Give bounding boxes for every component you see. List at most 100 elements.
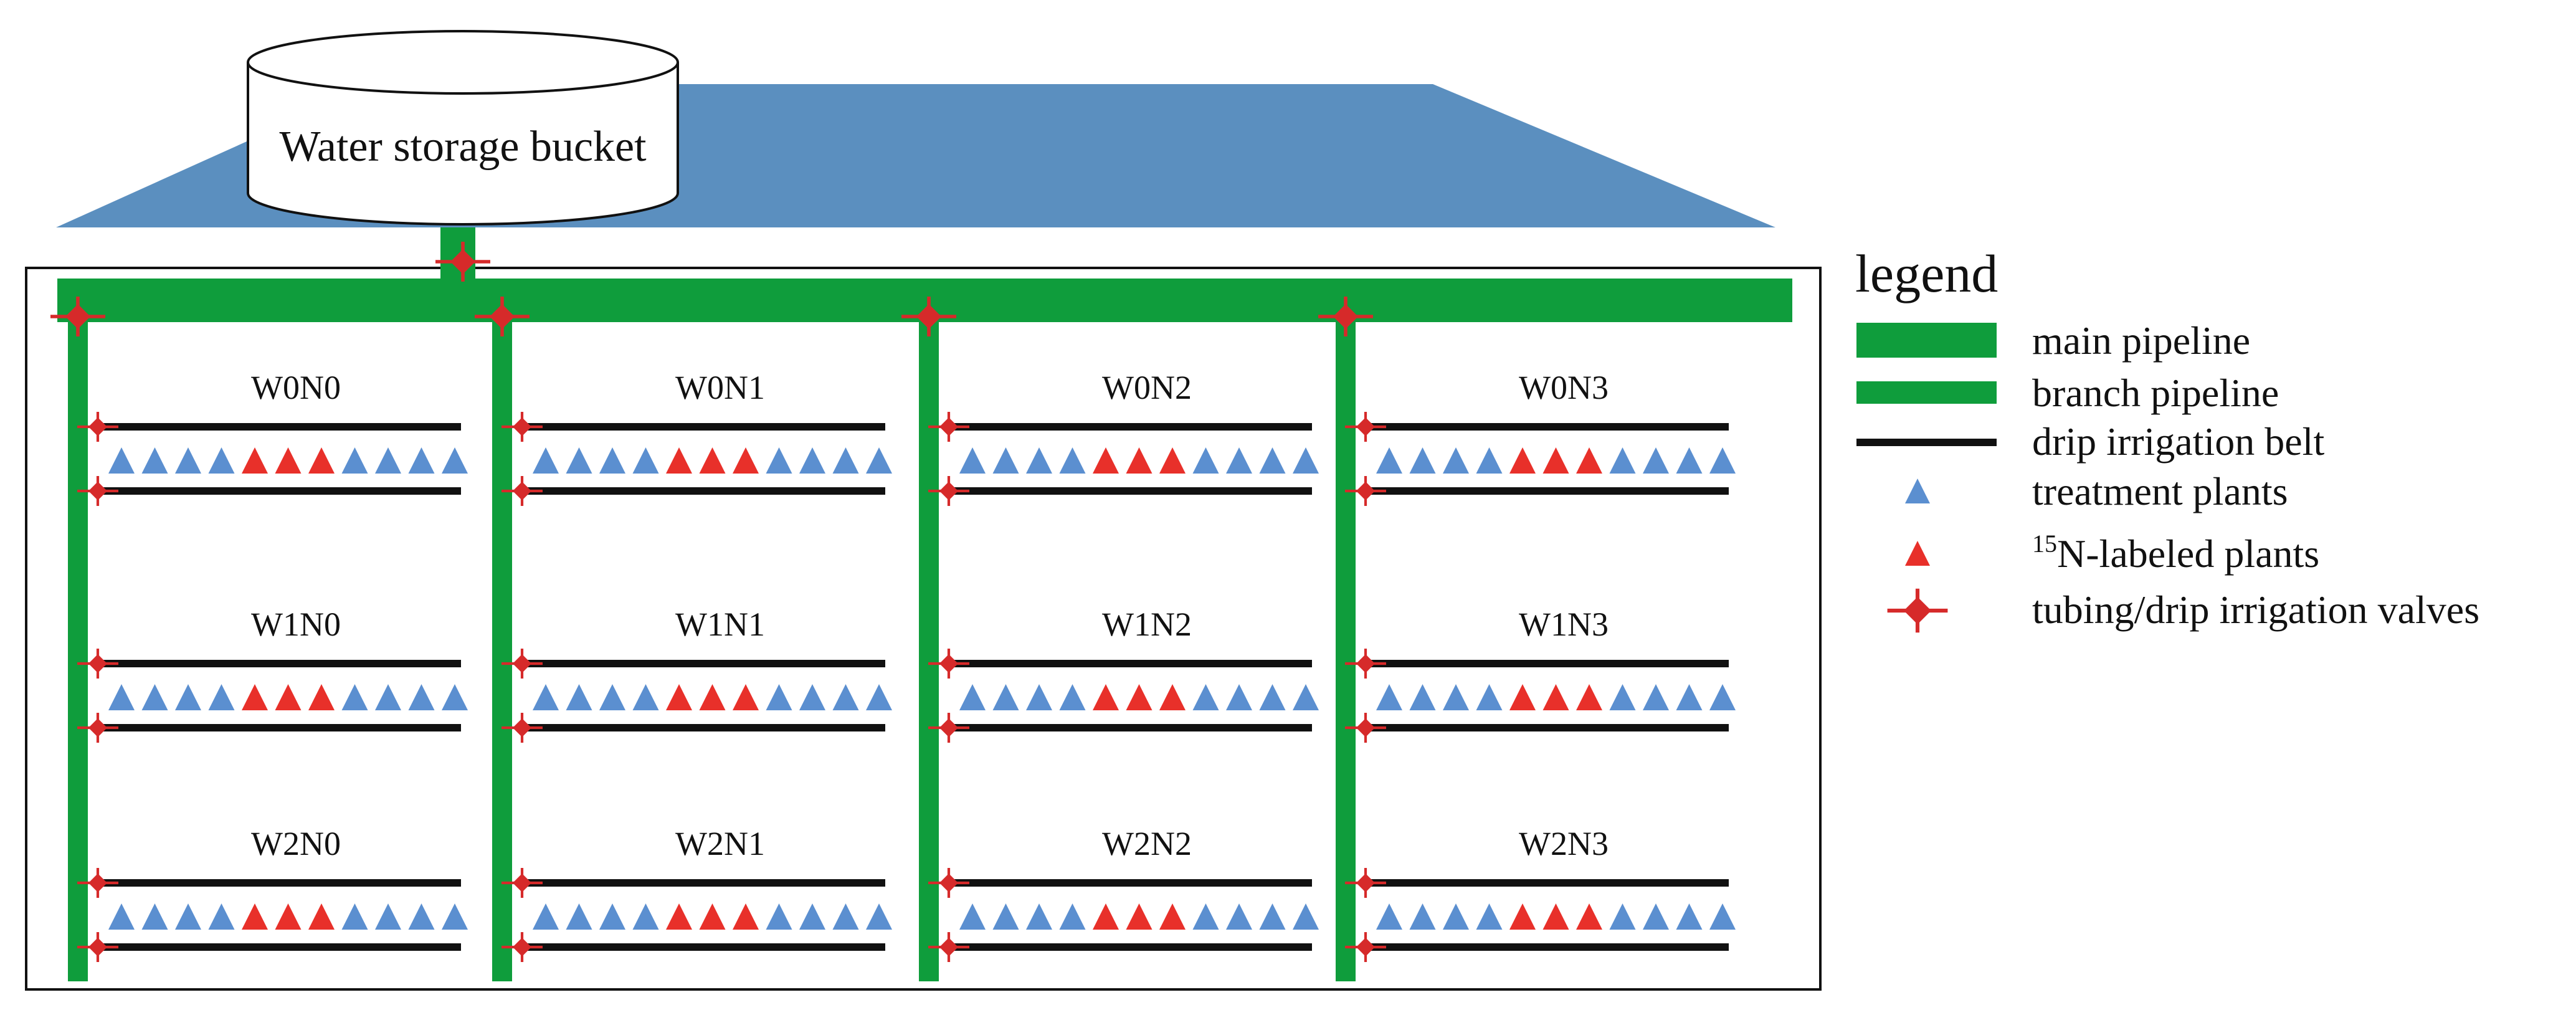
drip-belt (1366, 943, 1729, 951)
legend-item-main-pipeline: main pipeline (1856, 318, 2250, 363)
belt-valve-icon (501, 713, 543, 743)
branch-pipeline (492, 315, 512, 981)
treatment-plant-icon (1643, 447, 1669, 474)
belt-valve-icon (501, 649, 543, 679)
labeled-plant-icon (1509, 447, 1536, 474)
treatment-plant-icon (1226, 903, 1252, 930)
treatment-plant-icon (208, 684, 235, 710)
labeled-plant-icon (1159, 903, 1186, 930)
treatment-plant-icon (1676, 903, 1703, 930)
plot-w1n0: W1N0 (77, 606, 468, 743)
plot-w0n1: W0N1 (501, 369, 892, 506)
labeled-plant-icon (1576, 684, 1602, 710)
bucket-label: Water storage bucket (279, 123, 647, 171)
plot-w0n2: W0N2 (928, 369, 1319, 506)
main-pipeline-valve-icon (475, 297, 530, 336)
treatment-plant-icon (1443, 684, 1469, 710)
treatment-plant-icon (566, 447, 592, 474)
treatment-plant-icon (1226, 447, 1252, 474)
belt-valve-icon (928, 713, 969, 743)
treatment-plant-icon (408, 447, 435, 474)
treatment-plant-icon (1643, 903, 1669, 930)
treatment-plant-icon (1376, 684, 1402, 710)
treatment-plant-icon (533, 903, 559, 930)
treatment-plant-icon (408, 903, 435, 930)
drip-belt (1366, 423, 1729, 431)
treatment-plant-icon (566, 903, 592, 930)
treatment-plant-icon (1709, 447, 1736, 474)
treatment-plant-icon (599, 684, 625, 710)
treatment-plant-icon (1609, 447, 1636, 474)
treatment-plant-icon (408, 684, 435, 710)
treatment-plant-icon (1409, 447, 1436, 474)
treatment-plant-icon (1476, 903, 1503, 930)
treatment-plant-icon (1476, 684, 1503, 710)
labeled-plant-icon (308, 684, 335, 710)
belt-valve-icon (77, 476, 118, 506)
drip-belt (98, 879, 461, 887)
plot-label: W2N3 (1519, 825, 1609, 862)
treatment-plant-icon (1676, 684, 1703, 710)
treatment-plant-icon (442, 684, 468, 710)
treatment-plant-icon (1905, 479, 1930, 503)
belt-valve-icon (1345, 868, 1386, 898)
branch-pipeline (919, 315, 939, 981)
drip-belt (98, 423, 461, 431)
treatment-plant-icon (959, 903, 986, 930)
treatment-plant-icon (1709, 903, 1736, 930)
belt-valve-icon (1345, 932, 1386, 962)
plot-label: W2N1 (675, 825, 765, 862)
drip-belt (98, 724, 461, 731)
drip-belt (522, 487, 885, 495)
legend-title: legend (1855, 244, 1998, 303)
plot-label: W0N2 (1102, 369, 1192, 406)
drip-belt (522, 423, 885, 431)
legend-label: 15N-labeled plants (2032, 530, 2319, 576)
treatment-plant-icon (1376, 903, 1402, 930)
belt-valve-icon (501, 932, 543, 962)
treatment-plant-icon (1443, 903, 1469, 930)
drip-belt (98, 487, 461, 495)
treatment-plant-icon (1259, 684, 1286, 710)
bucket-top (247, 30, 679, 95)
branch-pipeline (1336, 315, 1356, 981)
labeled-plant-icon (1126, 903, 1153, 930)
bucket-valve-icon (435, 242, 490, 282)
treatment-plant-icon (341, 684, 368, 710)
labeled-plant-icon (733, 684, 759, 710)
treatment-plant-icon (341, 903, 368, 930)
treatment-plant-icon (442, 903, 468, 930)
plot-label: W0N0 (251, 369, 341, 406)
treatment-plant-icon (208, 447, 235, 474)
plot-w1n3: W1N3 (1345, 606, 1736, 743)
labeled-plant-icon (308, 903, 335, 930)
main-pipeline-valves (50, 242, 1373, 336)
treatment-plant-icon (1192, 684, 1219, 710)
labeled-plant-icon (242, 447, 268, 474)
labeled-plant-icon (1509, 684, 1536, 710)
branch-pipeline (68, 315, 88, 981)
labeled-plant-icon (699, 903, 726, 930)
plot-w1n2: W1N2 (928, 606, 1319, 743)
drip-belt (949, 487, 1312, 495)
belt-valve-icon (77, 713, 118, 743)
labeled-plant-icon (1126, 684, 1153, 710)
labeled-plant-icon (699, 684, 726, 710)
labeled-plant-icon (1126, 447, 1153, 474)
bucket-body (247, 62, 679, 226)
labeled-plant-icon (1509, 903, 1536, 930)
belt-valve-icon (1345, 476, 1386, 506)
belt-valve-icon (1345, 649, 1386, 679)
main-pipeline-valve-icon (50, 297, 105, 336)
treatment-plant-icon (175, 447, 201, 474)
legend-item-drip-belt: drip irrigation belt (1856, 419, 2324, 464)
plot-w2n0: W2N0 (77, 825, 468, 962)
belt-valve-icon (928, 412, 969, 442)
labeled-plant-icon (1905, 541, 1930, 566)
water-storage-bucket: Water storage bucket (247, 30, 679, 226)
belt-valve-icon (1345, 412, 1386, 442)
labeled-plant-icon (699, 447, 726, 474)
treatment-plant-icon (832, 684, 859, 710)
legend-label: main pipeline (2032, 318, 2250, 363)
drip-belt (1366, 879, 1729, 887)
